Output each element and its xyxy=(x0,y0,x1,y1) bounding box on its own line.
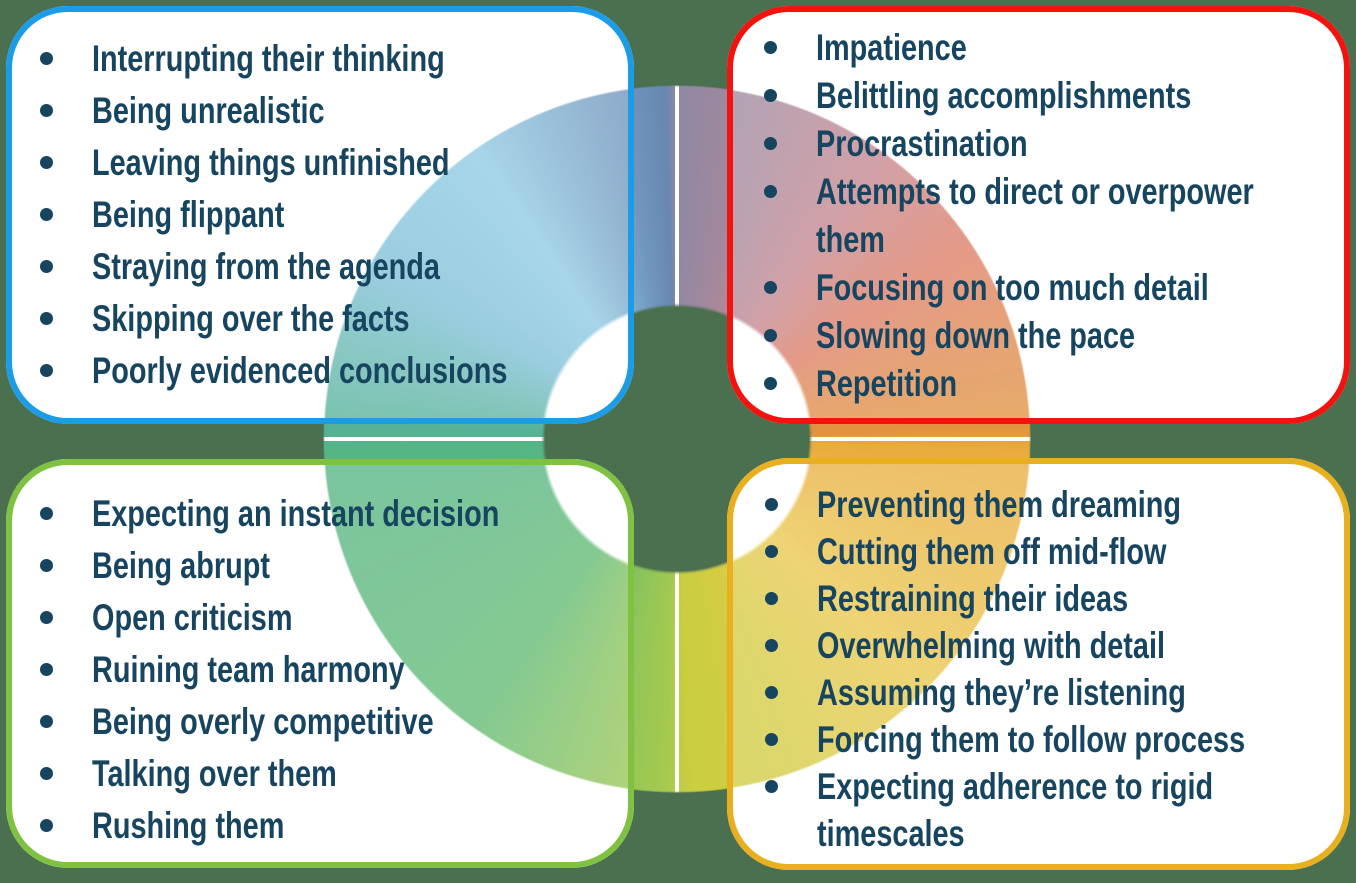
list-item-label: Straying from the agenda xyxy=(92,246,440,287)
bullet-dot-icon xyxy=(764,329,777,342)
bullet-dot-icon xyxy=(40,611,53,624)
list-item: Focusing on too much detail xyxy=(764,264,1350,312)
list-item-label: Being unrealistic xyxy=(92,90,325,131)
bullet-dot-icon xyxy=(764,185,777,198)
bullet-dot-icon xyxy=(764,41,777,54)
list-item: Being flippant xyxy=(40,189,634,241)
list-item-label: Interrupting their thinking xyxy=(92,38,445,79)
list-item: Open criticism xyxy=(40,592,634,644)
list-item: Talking over them xyxy=(40,748,634,800)
bullet-dot-icon xyxy=(40,312,53,325)
list-item: Restraining their ideas xyxy=(765,575,1350,622)
list-item-label: Expecting adherence to rigid timescales xyxy=(817,766,1214,854)
quadrant-bottom-left-border xyxy=(6,459,634,868)
list-item: Being overly competitive xyxy=(40,696,634,748)
list-item-label: Repetition xyxy=(816,363,958,404)
list-item-label: Focusing on too much detail xyxy=(816,267,1209,308)
list-item-label: Cutting them off mid-flow xyxy=(817,531,1167,572)
list-item-label: Being flippant xyxy=(92,194,285,235)
list-item: Attempts to direct or overpower them xyxy=(764,168,1350,264)
bullet-dot-icon xyxy=(40,507,53,520)
list-item-label: Being overly competitive xyxy=(92,701,434,742)
quadrant-top-right-border xyxy=(727,6,1350,424)
list-item-label: Leaving things unfinished xyxy=(92,142,450,183)
list-item: Skipping over the facts xyxy=(40,293,634,345)
list-item: Being unrealistic xyxy=(40,85,634,137)
bullet-dot-icon xyxy=(765,780,778,793)
bullet-dot-icon xyxy=(40,156,53,169)
list-item: Being abrupt xyxy=(40,540,634,592)
list-item-label: Overwhelming with detail xyxy=(817,625,1165,666)
list-item: Poorly evidenced conclusions xyxy=(40,345,634,397)
list-item: Straying from the agenda xyxy=(40,241,634,293)
list-item: Rushing them xyxy=(40,800,634,852)
bullet-dot-icon xyxy=(765,733,778,746)
list-item: Assuming they’re listening xyxy=(765,669,1350,716)
list-item: Preventing them dreaming xyxy=(765,481,1350,528)
bullet-dot-icon xyxy=(765,545,778,558)
bullet-dot-icon xyxy=(764,281,777,294)
list-item-label: Assuming they’re listening xyxy=(817,672,1186,713)
bullet-dot-icon xyxy=(40,260,53,273)
list-item-label: Belittling accomplishments xyxy=(816,75,1192,116)
bullet-dot-icon xyxy=(40,767,53,780)
list-item: Ruining team harmony xyxy=(40,644,634,696)
list-item: Interrupting their thinking xyxy=(40,33,634,85)
list-item-label: Expecting an instant decision xyxy=(92,493,500,534)
bullet-dot-icon xyxy=(764,137,777,150)
list-item: Overwhelming with detail xyxy=(765,622,1350,669)
list-item: Impatience xyxy=(764,24,1350,72)
list-item: Cutting them off mid-flow xyxy=(765,528,1350,575)
list-item-label: Talking over them xyxy=(92,753,337,794)
bullet-dot-icon xyxy=(40,559,53,572)
list-item-label: Slowing down the pace xyxy=(816,315,1136,356)
list-item: Belittling accomplishments xyxy=(764,72,1350,120)
bullet-dot-icon xyxy=(764,89,777,102)
list-item-label: Attempts to direct or overpower them xyxy=(816,171,1254,260)
list-item-label: Skipping over the facts xyxy=(92,298,410,339)
color-wheel-ring-saturated xyxy=(323,424,1031,459)
bullet-dot-icon xyxy=(765,592,778,605)
list-item-label: Impatience xyxy=(816,27,967,68)
list-item-label: Preventing them dreaming xyxy=(817,484,1182,525)
horizontal-divider-line xyxy=(323,437,1031,441)
list-item: Procrastination xyxy=(764,120,1350,168)
wheel-gap-horizontal xyxy=(0,424,1356,459)
bullet-dot-icon xyxy=(40,715,53,728)
bullet-dot-icon xyxy=(765,498,778,511)
bullet-dot-icon xyxy=(40,208,53,221)
bullet-dot-icon xyxy=(765,639,778,652)
list-item: Expecting an instant decision xyxy=(40,488,634,540)
bullet-dot-icon xyxy=(40,819,53,832)
bullet-dot-icon xyxy=(40,104,53,117)
quadrant-top-left-border xyxy=(6,6,634,424)
list-item-label: Open criticism xyxy=(92,597,293,638)
bullet-dot-icon xyxy=(40,364,53,377)
bullet-dot-icon xyxy=(40,663,53,676)
list-item: Repetition xyxy=(764,360,1350,408)
list-item: Expecting adherence to rigid timescales xyxy=(765,763,1350,857)
list-item-label: Forcing them to follow process xyxy=(817,719,1246,760)
list-item: Forcing them to follow process xyxy=(765,716,1350,763)
list-item-label: Poorly evidenced conclusions xyxy=(92,350,508,391)
list-item: Slowing down the pace xyxy=(764,312,1350,360)
bullet-dot-icon xyxy=(40,52,53,65)
list-item-label: Restraining their ideas xyxy=(817,578,1129,619)
list-item: Leaving things unfinished xyxy=(40,137,634,189)
bullet-dot-icon xyxy=(764,377,777,390)
bullet-dot-icon xyxy=(765,686,778,699)
list-item-label: Procrastination xyxy=(816,123,1028,164)
quadrant-bottom-right-border xyxy=(727,458,1350,870)
list-item-label: Rushing them xyxy=(92,805,285,846)
list-item-label: Ruining team harmony xyxy=(92,649,405,690)
list-item-label: Being abrupt xyxy=(92,545,270,586)
